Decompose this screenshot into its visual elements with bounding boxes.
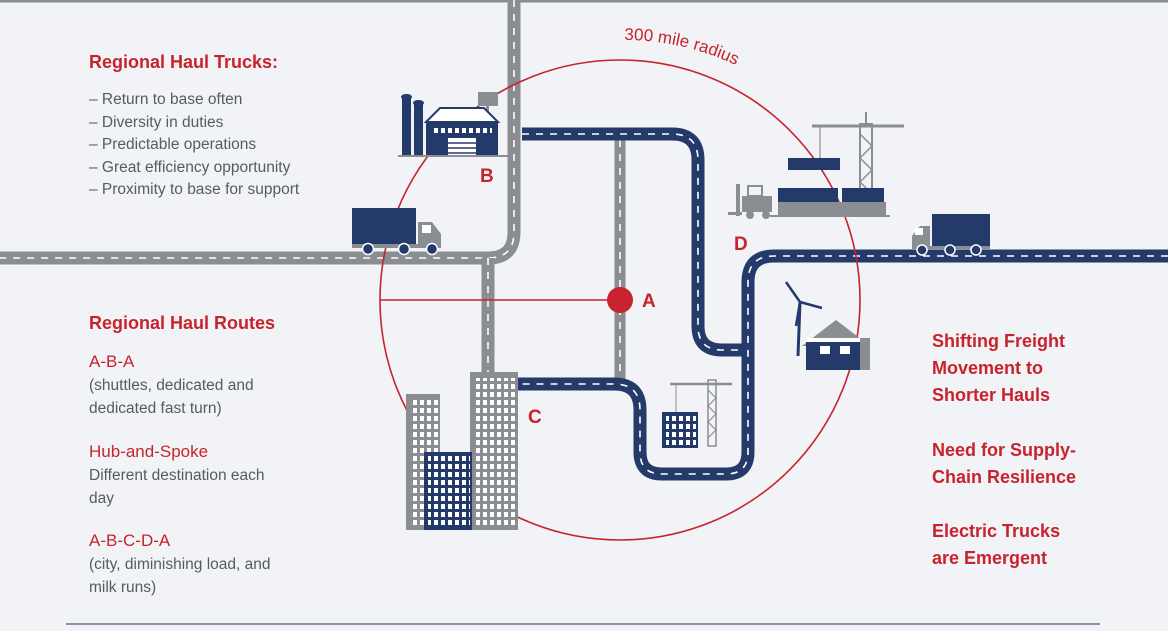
truck-right-icon [912, 214, 990, 256]
trucks-list-item: – Great efficiency opportunity [89, 158, 291, 176]
trucks-list-item: – Proximity to base for support [89, 181, 300, 198]
route-title-hub-spoke: Hub-and-Spoke [89, 442, 209, 461]
route-desc-abcda: (city, diminishing load, and milk runs) [89, 556, 271, 596]
route-desc-hub-spoke: Different destination each day [89, 467, 265, 507]
city-buildings-icon [406, 372, 518, 530]
gray-roads [0, 0, 626, 384]
route-title-aba: A-B-A [89, 352, 135, 371]
callout-shifting-freight: Shifting Freight Movement to Shorter Hau… [932, 331, 1065, 405]
wind-turbine-icon [784, 281, 823, 357]
trucks-list-item: – Predictable operations [89, 136, 257, 153]
hub-point-a [607, 287, 633, 313]
construction-icon [662, 379, 732, 448]
radius-label: 300 mile radius [624, 25, 742, 69]
point-label-d: D [734, 234, 748, 255]
route-desc-aba: (shuttles, dedicated and dedicated fast … [89, 377, 254, 417]
trucks-list-item: – Return to base often [89, 91, 243, 108]
trucks-heading: Regional Haul Trucks: [89, 52, 279, 72]
house-icon [802, 320, 870, 370]
point-label-c: C [528, 407, 542, 428]
forklift-icon [728, 184, 772, 219]
callout-electric-trucks: Electric Trucks are Emergent [932, 521, 1061, 568]
routes-heading: Regional Haul Routes [89, 313, 276, 333]
callout-supply-chain: Need for Supply-Chain Resilience [932, 440, 1077, 487]
route-title-abcda: A-B-C-D-A [89, 531, 171, 550]
truck-left-icon [352, 208, 441, 256]
trucks-list-item: – Diversity in duties [89, 113, 224, 131]
point-label-b: B [480, 166, 494, 187]
point-label-a: A [642, 291, 656, 312]
navy-roads [518, 127, 1168, 481]
trucks-list: – Return to base often – Diversity in du… [89, 89, 299, 202]
factory-icon [398, 92, 512, 157]
port-crane-icon [770, 112, 904, 217]
